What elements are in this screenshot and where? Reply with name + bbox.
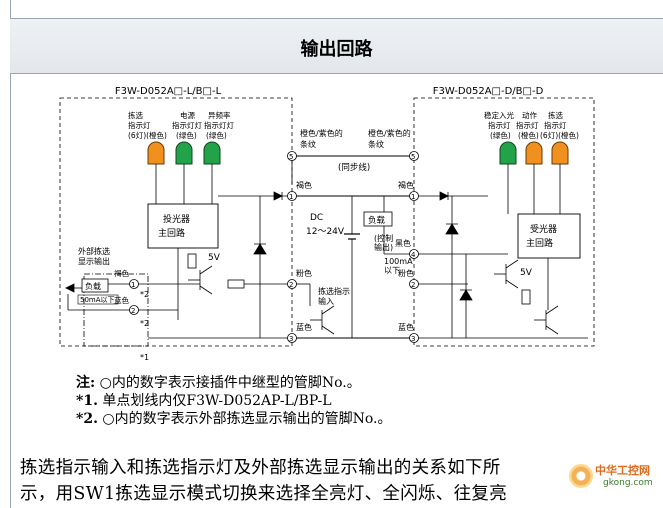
current-50: 50mA以下 (80, 296, 115, 304)
watermark-cn: 中华工控网 (595, 464, 650, 477)
led-right-3-icon (551, 141, 569, 165)
note-1: *1. 单点划线内仅F3W-D052AP-L/BP-L (76, 393, 332, 409)
note-2: *2. ○内的数字表示外部拣选显示输出的管脚No.。 (76, 411, 392, 427)
receiver-box (413, 97, 595, 347)
indicator-label-r2: 动作指示灯(橙色) (516, 110, 539, 140)
indicator-label-l2: 电源指示灯灯(绿色) (172, 110, 202, 140)
circuit-diagram: F3W-D052A□-L/B□-L F3W-D052A□-D/B□-D 拣选指示… (48, 84, 608, 368)
wire-blue-right: 蓝色 (398, 322, 414, 332)
svg-text:2: 2 (289, 281, 293, 289)
right-model: F3W-D052A□-D/B□-D (433, 86, 544, 97)
vref-right: 5V (520, 268, 533, 278)
emitter-main-circuit (147, 203, 219, 249)
load-box-left (81, 278, 109, 293)
receiver-main-circuit (517, 213, 581, 259)
svg-text:4: 4 (411, 251, 416, 259)
ext-wire-brown: 褐色 (114, 268, 129, 278)
wire-brown-right: 褐色 (398, 180, 414, 190)
svg-text:3: 3 (289, 335, 293, 343)
svg-text:1: 1 (289, 193, 293, 201)
section-header: 输出回路 (10, 18, 663, 74)
load-label-center: 负载 (368, 215, 386, 226)
led-left-2-icon (175, 141, 193, 165)
sync-stripe-right: 橙色/紫色的条纹 (368, 128, 411, 149)
svg-text:2: 2 (411, 281, 415, 289)
svg-text:2: 2 (131, 307, 135, 315)
svg-text:5: 5 (411, 153, 415, 161)
led-right-2-icon (525, 141, 543, 165)
svg-text:投光器主回路: 投光器主回路 (158, 213, 190, 239)
svg-text:3: 3 (411, 335, 415, 343)
ext-wire-blue: 蓝色 (114, 295, 129, 305)
watermark-logo: 中华工控网 gkong.com (569, 462, 653, 498)
svg-text:5: 5 (289, 153, 293, 161)
svg-text:1: 1 (411, 193, 415, 201)
wire-pink-right: 粉色 (398, 268, 414, 278)
control-output: (控制输出) (374, 233, 393, 252)
wire-pink-left: 粉色 (296, 268, 312, 278)
indicator-label-r3: 拣选指示灯(6灯)(橙色) (540, 110, 579, 140)
paragraph-line-1: 拣选指示输入和拣选指示灯及外部拣选显示输出的关系如下所 (20, 458, 501, 478)
led-left-1-icon (147, 141, 165, 165)
section-title: 输出回路 (300, 39, 373, 60)
content-frame (10, 0, 663, 508)
svg-text:受光器主回路: 受光器主回路 (526, 223, 557, 249)
note-0: 注: ○内的数字表示接插件中继型的管脚No.。 (76, 375, 361, 391)
watermark-en: gkong.com (603, 478, 653, 488)
sync-line-label: (同步线) (338, 162, 370, 173)
star1: *1 (140, 353, 149, 362)
svg-text:1: 1 (131, 281, 135, 289)
led-left-3-icon (203, 141, 221, 165)
wire-blue-left: 蓝色 (296, 322, 312, 332)
indicator-label-l1: 拣选指示灯(6灯)(橙色) (128, 110, 167, 140)
gear-icon (569, 464, 593, 488)
left-model: F3W-D052A□-L/B□-L (115, 86, 222, 97)
load-box-center (363, 211, 393, 227)
external-output: 外部拣选显示输出 (78, 246, 110, 266)
indicator-label-l3: 异频率指示灯灯(绿色) (204, 110, 234, 140)
paragraph-line-2: 示，用SW1拣选显示模式切换来选择全亮灯、全闪烁、往复亮 (20, 484, 508, 504)
led-right-1-icon (499, 141, 517, 165)
pick-input: 拣选指示输入 (318, 286, 350, 306)
wire-brown-left: 褐色 (296, 180, 312, 190)
star2-a: *2 (140, 290, 149, 299)
emitter-box (59, 97, 293, 347)
indicator-label-r1: 稳定入光指示灯(绿色) (484, 110, 514, 140)
wire-black: 黑色 (395, 238, 411, 248)
star2-b: *2 (140, 319, 149, 328)
load-label-left: 负载 (85, 281, 101, 291)
sync-stripe-left: 橙色/紫色的条纹 (300, 128, 343, 149)
vref-left: 5V (208, 253, 221, 263)
